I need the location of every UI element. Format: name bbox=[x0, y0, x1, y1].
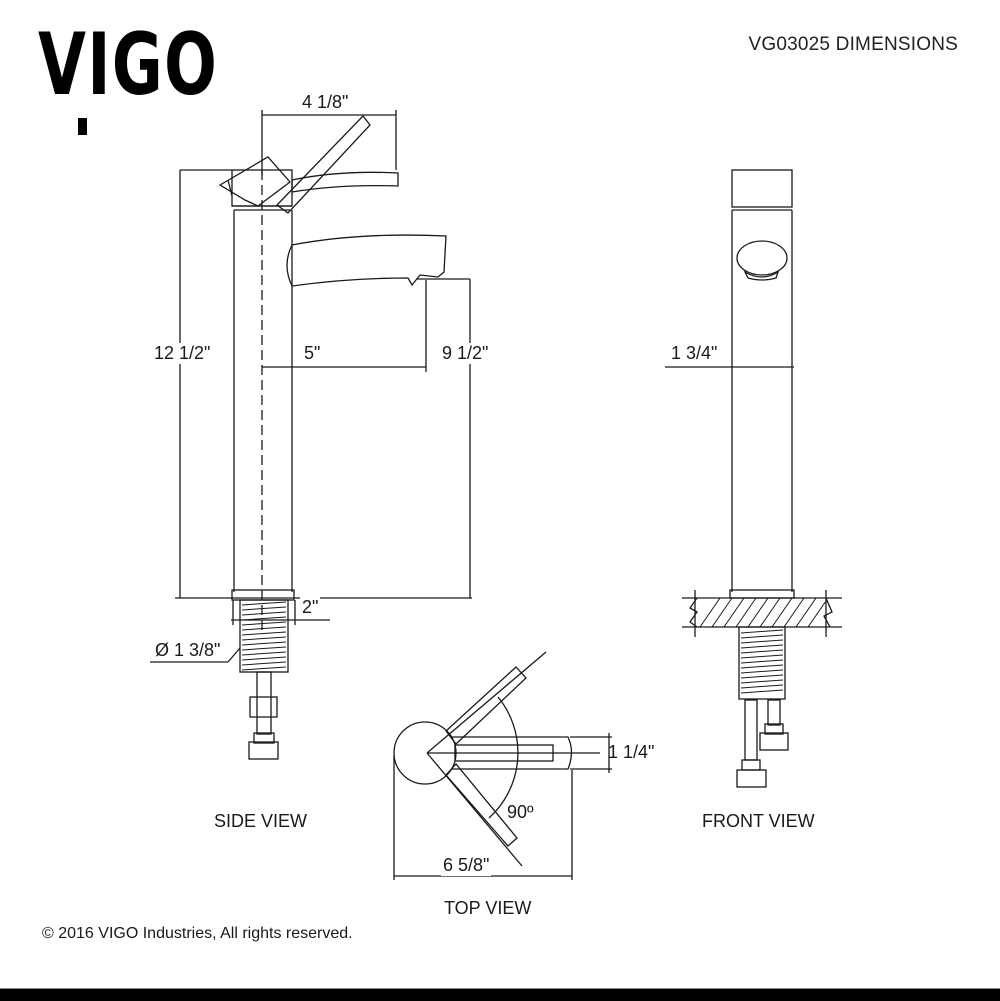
front-view-drawing bbox=[665, 169, 842, 788]
logo-accent-dot bbox=[78, 118, 87, 135]
top-view-drawing bbox=[393, 651, 612, 880]
dim-spout-width: 1 1/4" bbox=[608, 742, 655, 762]
dim-shank-length: 2" bbox=[300, 597, 321, 618]
front-view-label: FRONT VIEW bbox=[702, 811, 815, 831]
copyright-notice: © 2016 VIGO Industries, All rights reser… bbox=[42, 925, 353, 942]
dim-total-height: 12 1/2" bbox=[152, 343, 213, 364]
dim-spout-reach: 5" bbox=[302, 343, 323, 364]
bottom-bar bbox=[0, 988, 1000, 1001]
vigo-logo: VIGO bbox=[38, 15, 219, 115]
dim-handle-rotation: 90º bbox=[505, 802, 536, 823]
page-title: VG03025 DIMENSIONS bbox=[748, 34, 958, 55]
top-view-label: TOP VIEW bbox=[444, 898, 532, 918]
side-view-drawing bbox=[150, 110, 472, 760]
dim-overall-depth: 6 5/8" bbox=[441, 855, 492, 876]
side-view-label: SIDE VIEW bbox=[214, 811, 308, 831]
dim-handle-reach: 4 1/8" bbox=[300, 92, 351, 113]
dim-shank-diameter: Ø 1 3/8" bbox=[153, 640, 223, 661]
dim-body-width: 1 3/4" bbox=[669, 343, 720, 364]
dim-spout-height: 9 1/2" bbox=[440, 343, 491, 364]
